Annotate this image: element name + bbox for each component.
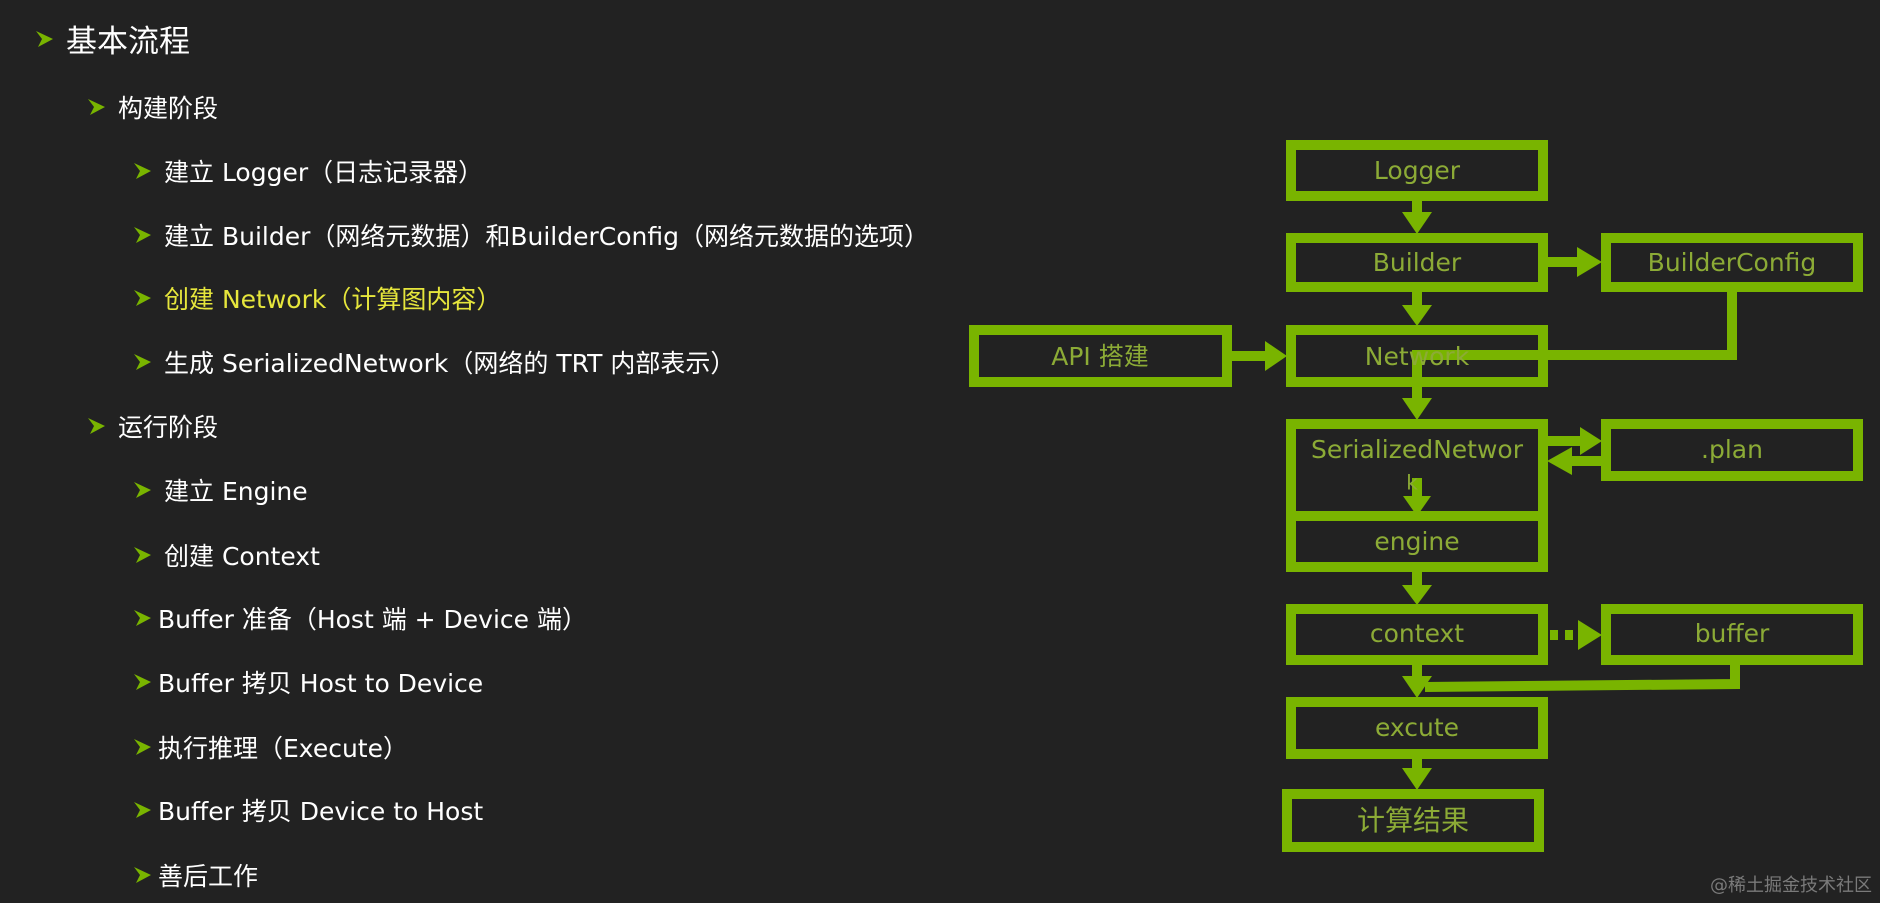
list-item: Buffer 拷贝 Host to Device	[132, 664, 483, 700]
list-item: 生成 SerializedNetwork（网络的 TRT 内部表示）	[132, 344, 735, 380]
arrowhead	[1577, 247, 1602, 277]
item-text: 生成 SerializedNetwork（网络的 TRT 内部表示）	[164, 349, 736, 378]
arrowhead	[1547, 447, 1572, 475]
node-label: context	[1370, 619, 1464, 648]
item-text: Buffer 拷贝 Device to Host	[158, 797, 484, 826]
node-result: 计算结果	[1282, 789, 1544, 852]
arrowhead	[1403, 496, 1431, 516]
node-execute: excute	[1286, 697, 1548, 759]
node-buffer: buffer	[1601, 604, 1863, 665]
arrowhead	[1402, 398, 1432, 420]
list-item-highlighted: 创建 Network（计算图内容）	[132, 280, 501, 316]
node-logger: Logger	[1286, 140, 1548, 201]
item-text: Buffer 准备（Host 端 + Device 端）	[158, 605, 587, 634]
item-text: 善后工作	[158, 862, 259, 891]
item-text: 建立 Builder（网络元数据）和BuilderConfig（网络元数据的选项…	[164, 222, 929, 251]
build-stage-heading: 构建阶段	[86, 89, 218, 125]
node-context: context	[1286, 604, 1548, 665]
list-item: 建立 Logger（日志记录器）	[132, 153, 483, 189]
node-label: excute	[1375, 713, 1459, 742]
arrow-buffer-execute	[1424, 664, 1740, 692]
list-item: 建立 Builder（网络元数据）和BuilderConfig（网络元数据的选项…	[132, 217, 929, 253]
run-stage-heading: 运行阶段	[86, 408, 218, 444]
item-text: Buffer 拷贝 Host to Device	[158, 669, 484, 698]
node-api: API 搭建	[969, 325, 1232, 387]
arrowhead	[1402, 305, 1432, 326]
title-text: 基本流程	[66, 24, 190, 60]
list-item: Buffer 准备（Host 端 + Device 端）	[132, 600, 587, 636]
arrowhead	[1402, 585, 1432, 605]
node-plan: .plan	[1601, 419, 1863, 481]
item-text: 建立 Logger（日志记录器）	[164, 158, 484, 187]
arrowhead	[1578, 620, 1602, 650]
watermark: @稀土掘金技术社区	[1710, 875, 1872, 896]
list-item: Buffer 拷贝 Device to Host	[132, 792, 483, 828]
item-text: 执行推理（Execute）	[158, 734, 408, 763]
list-item: 执行推理（Execute）	[132, 729, 408, 765]
node-label: 计算结果	[1357, 804, 1469, 837]
node-label: engine	[1374, 527, 1459, 556]
item-text: 创建 Network（计算图内容）	[164, 285, 502, 314]
node-network: Network	[1286, 325, 1548, 387]
arrowhead	[1402, 212, 1432, 234]
build-stage-label: 构建阶段	[118, 94, 219, 123]
node-label: buffer	[1695, 619, 1770, 648]
node-serialized-network: SerializedNetwor k	[1286, 419, 1548, 521]
node-builder-config: BuilderConfig	[1601, 233, 1863, 292]
node-label: Builder	[1373, 248, 1462, 277]
node-engine: engine	[1286, 511, 1548, 572]
node-label-wrap: k	[1406, 471, 1418, 495]
arrowhead	[1580, 427, 1602, 455]
node-label: SerializedNetwor	[1311, 435, 1524, 464]
list-item: 善后工作	[132, 857, 258, 893]
run-stage-label: 运行阶段	[118, 413, 219, 442]
arrowhead	[1265, 341, 1287, 371]
node-label: BuilderConfig	[1648, 248, 1817, 277]
node-label: Network	[1365, 342, 1470, 371]
outline-title: 基本流程	[34, 16, 190, 61]
item-text: 建立 Engine	[164, 477, 308, 506]
item-text: 创建 Context	[164, 542, 320, 571]
node-builder: Builder	[1286, 233, 1548, 292]
list-item: 建立 Engine	[132, 472, 308, 508]
node-label: API 搭建	[1051, 342, 1149, 371]
arrowhead	[1402, 768, 1432, 790]
arrowhead	[1402, 676, 1432, 698]
node-label: .plan	[1701, 435, 1763, 464]
node-label: Logger	[1374, 156, 1461, 185]
list-item: 创建 Context	[132, 537, 320, 573]
